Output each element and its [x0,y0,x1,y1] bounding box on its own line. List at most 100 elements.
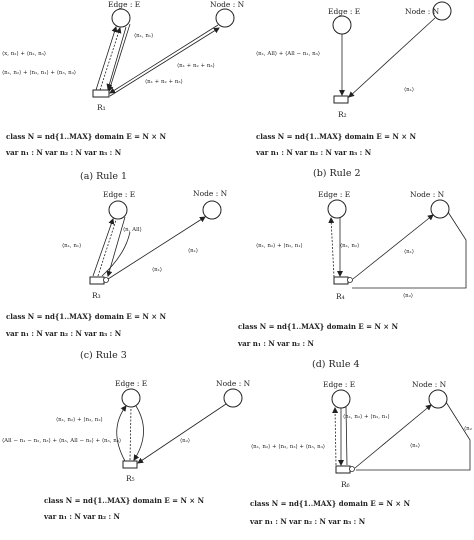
arc-label: ⟨n₁, n₂⟩ [340,242,359,249]
node-place [428,389,448,409]
declaration-line: class N = nd{1..MAX} domain E = N × N [6,312,167,321]
edge-place-label: Edge : E [328,7,360,16]
declaration-line: var n₁ : N var n₂ : N var n₃ : N [5,148,122,157]
inhibitor-marker [103,277,109,283]
arc [345,406,348,466]
node-place-label: Node : N [410,190,445,199]
arc-label: ⟨n₁, All⟩ + ⟨All − n₁, n₃⟩ [256,50,320,57]
declaration-line: class N = nd{1..MAX} domain E = N × N [250,499,411,508]
arc-label: ⟨n₂ [464,425,472,432]
arc [332,407,339,466]
arc-label: ⟨n₁, n₂⟩ + ⟨n₂, n₁⟩ [343,413,390,420]
edge-place [332,15,352,35]
panel-caption: (d) Rule 4 [312,359,360,370]
arc [133,405,144,461]
arc-label: ⟨n₁⟩ [404,248,414,255]
panel-caption: (c) Rule 3 [80,350,127,361]
arc-label: ⟨n₁⟩ [188,247,198,254]
edge-place-label: Edge : E [108,0,140,9]
transition [333,95,349,104]
arc-label: ⟨n₁, n₂⟩ + ⟨n₃, n₃⟩ + ⟨n₃, n₃⟩ [251,443,325,450]
declaration-line: class N = nd{1..MAX} domain E = N × N [6,132,167,141]
arc [109,24,219,94]
arc [356,401,471,471]
arc-label: ⟨n₁ + n₂ + n₃⟩ [145,78,183,85]
edge-place [331,389,351,409]
node-place-label: Node : N [193,189,228,198]
arc [107,216,206,280]
arc-label: ⟨n₁⟩ [410,442,420,449]
arc [116,405,127,462]
edge-place-label: Edge : E [115,379,147,388]
edge-place-label: Edge : E [103,190,135,199]
node-place [202,200,222,220]
transition-label: R₃ [92,291,101,300]
declaration-line: var n₁ : N var n₂ : N [43,512,121,521]
arc-label: ⟨n₁ + n₂ + n₃⟩ [177,62,215,69]
arc [137,403,227,464]
panel-caption: (a) Rule 1 [80,171,127,182]
transition [89,276,105,285]
declaration-line: var n₁ : N var n₂ : N var n₃ : N [5,329,122,338]
edge-place-label: Edge : E [323,380,355,389]
arc [129,406,132,461]
transition [333,276,349,285]
arc-label: ⟨n₁, n₁⟩ [134,32,153,39]
transition-label: R₅ [126,474,135,483]
arc-label: ⟨n₁⟩ [404,86,414,93]
declaration-line: var n₁ : N var n₂ : N var n₃ : N [249,517,366,526]
arc [348,17,436,98]
declaration-line: var n₁ : N var n₂ : N var n₃ : N [255,148,372,157]
arc [107,23,131,92]
panel-rule-5: Edge : E Node : N R₅ ⟨n₁, n₂⟩ + ⟨n₃, n₂⟩… [2,379,251,521]
declaration-line: class N = nd{1..MAX} domain E = N × N [44,496,205,505]
transition [92,89,110,98]
arc [109,27,220,97]
transition-label: R₄ [336,292,345,301]
arc-label: ⟨n₁, n₁⟩ [62,242,81,249]
arc [97,219,117,277]
arc-label: ⟨n₁, n₂⟩ + ⟨n₂, n₁⟩ [256,242,303,249]
edge-place [108,200,128,220]
panel-rule-6: Edge : E Node : N R₆ ⟨n₁, n₂⟩ + ⟨n₂, n₁⟩… [249,380,472,526]
arc-label: ⟨x, n₂⟩ + ⟨n₂, n₃⟩ [2,50,46,57]
transition-label: R₆ [341,480,350,489]
arc-label: ⟨n₂⟩ [403,292,413,299]
declaration-line: class N = nd{1..MAX} domain E = N × N [256,132,417,141]
node-place [215,8,235,28]
edge-place [111,8,131,28]
arc [328,217,335,278]
arc [106,216,126,277]
panel-rule-1: Edge : E Node : N R₁ ⟨n₁, n₁⟩ ⟨x, n₂⟩ + … [2,0,245,182]
node-place-label: Node : N [216,379,251,388]
arc [101,231,131,277]
panel-rule-3: Edge : E Node : N R₃ ⟨n, All⟩ ⟨n₁, n₁⟩ ⟨… [5,189,228,361]
arc-label: ⟨All − n₁ − n₂, n₃⟩ + ⟨n₃, All − n₂⟩ + ⟨… [2,437,121,444]
arc-label: ⟨n₂⟩ [180,437,190,444]
transition [335,465,351,474]
declaration-line: class N = nd{1..MAX} domain E = N × N [238,322,399,331]
arc-label: ⟨n, All⟩ [123,226,142,233]
arc [92,218,115,277]
arc [95,26,118,91]
arc-label: ⟨n₁, n₂⟩ + ⟨n₂, n₁⟩ + ⟨n₃, n₃⟩ [2,69,76,76]
declaration-line: var n₁ : N var n₂ : N [237,339,315,348]
transition-label: R₂ [338,110,347,119]
inhibitor-marker [347,277,353,283]
arc-label: ⟨n₁, n₂⟩ + ⟨n₃, n₂⟩ [56,416,103,423]
transition [122,460,138,469]
arc [99,27,122,91]
panel-caption: (b) Rule 2 [313,168,361,179]
node-place-label: Node : N [412,380,447,389]
edge-place [327,199,347,219]
arc [106,26,127,90]
panel-rule-2: Edge : E Node : N R₂ ⟨n₁, All⟩ + ⟨All − … [255,1,452,179]
node-place-label: Node : N [405,7,440,16]
inhibitor-marker [349,466,355,472]
arc [352,214,434,280]
arc [352,211,467,289]
node-place [432,1,452,21]
node-place [223,388,243,408]
panel-rule-4: Edge : E Node : N R₄ ⟨n₁, n₂⟩ + ⟨n₂, n₁⟩… [237,190,467,370]
